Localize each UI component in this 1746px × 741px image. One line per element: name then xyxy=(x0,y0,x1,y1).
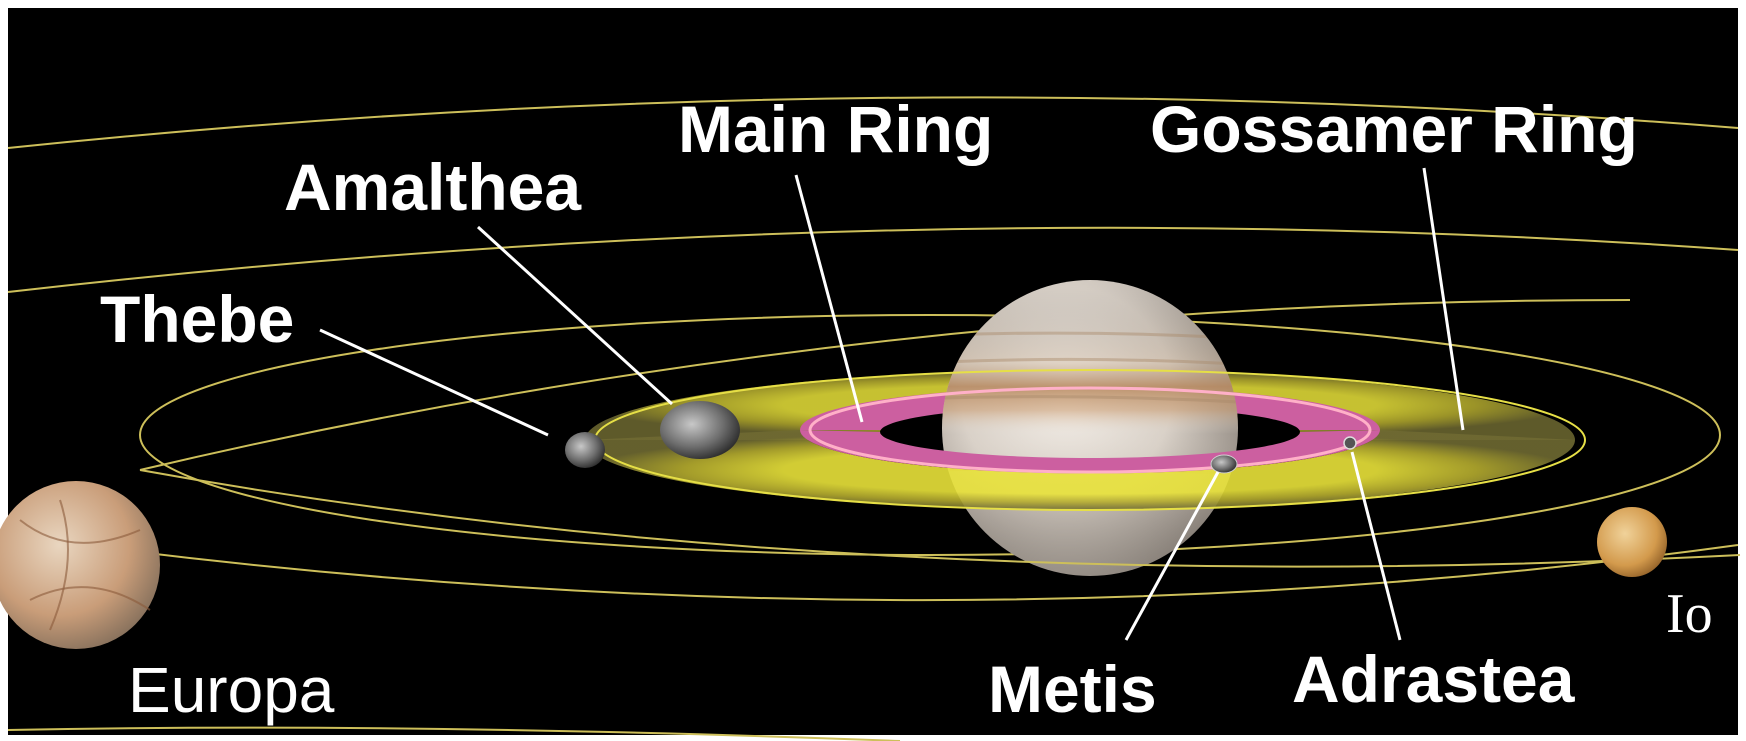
amalthea-moon xyxy=(660,401,740,459)
jupiter xyxy=(942,280,1238,576)
outer-orbits xyxy=(7,96,1739,741)
background xyxy=(8,8,1738,735)
europa-moon xyxy=(0,481,160,649)
label-gossamer-ring: Gossamer Ring xyxy=(1150,92,1638,166)
orbit-outer-4 xyxy=(7,726,901,741)
leader-gossamer-ring xyxy=(1422,167,1465,431)
leader-thebe xyxy=(319,328,549,437)
leader-metis xyxy=(1124,471,1220,641)
orbit-io-near xyxy=(139,469,1741,568)
metis-moon xyxy=(1210,454,1238,474)
adrastea-moon xyxy=(1343,436,1357,450)
label-io: Io xyxy=(1666,583,1713,645)
label-amalthea: Amalthea xyxy=(284,150,582,224)
label-main-ring: Main Ring xyxy=(678,92,993,166)
orbit-outer-3 xyxy=(7,534,1739,602)
leader-lines xyxy=(319,167,1465,641)
orbit-outer-1 xyxy=(7,96,1739,149)
jupiter-bands xyxy=(942,280,1238,576)
label-europa: Europa xyxy=(128,654,335,726)
orbit-thebe xyxy=(139,314,1721,556)
orbit-io-far xyxy=(139,299,1631,471)
label-metis: Metis xyxy=(988,652,1157,726)
io-moon xyxy=(1597,507,1667,577)
gossamer-ring-front xyxy=(585,430,1575,510)
orbit-outer-2 xyxy=(7,226,1739,293)
europa-cracks xyxy=(19,499,151,631)
leader-adrastea xyxy=(1350,451,1402,641)
leader-main-ring xyxy=(794,174,864,423)
thebe-moon xyxy=(565,432,605,468)
label-thebe: Thebe xyxy=(100,282,294,356)
leader-amalthea xyxy=(476,225,674,406)
main-ring-edge xyxy=(808,386,1372,474)
label-adrastea: Adrastea xyxy=(1292,642,1576,716)
